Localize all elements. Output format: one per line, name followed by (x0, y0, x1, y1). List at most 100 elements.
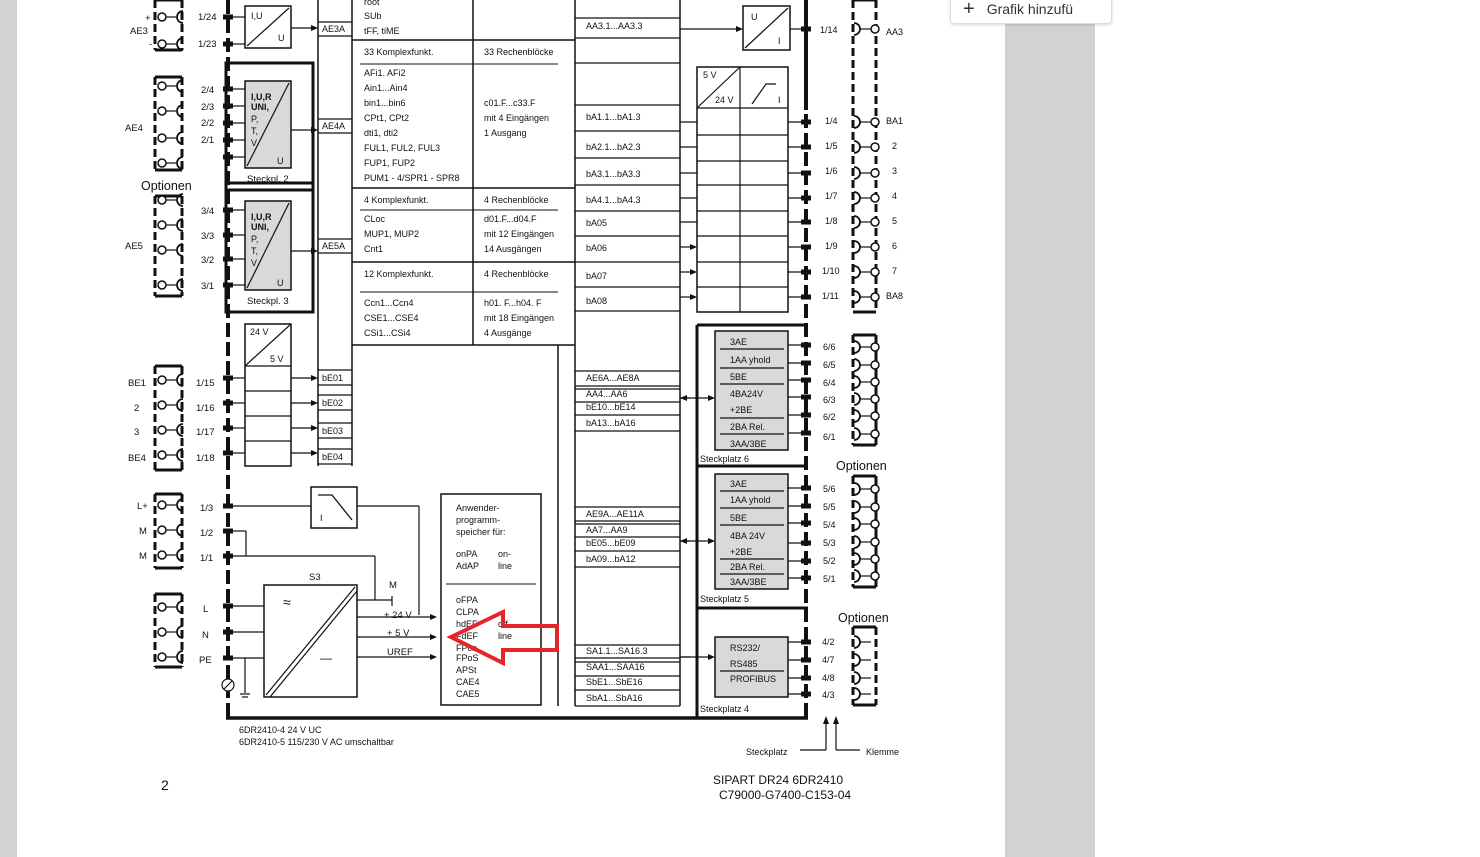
terminal-circle-icon (870, 117, 880, 127)
viewer-background-right (1005, 0, 1095, 857)
output-signal-label: bA1.1...bA1.3 (586, 112, 641, 122)
connector-icon (853, 500, 861, 514)
ac-symbol: ≈ (283, 594, 291, 610)
terminal-number: 1/9 (825, 241, 838, 251)
label: 24 V (715, 95, 734, 105)
terminal-stub (801, 244, 811, 250)
terminal-stub (801, 675, 811, 681)
connector-icon (853, 358, 861, 372)
pin-label: BE4 (128, 453, 146, 464)
output-signal-label: AE6A...AE8A (586, 373, 640, 383)
label: 24 V (250, 327, 269, 337)
function-entry: 14 Ausgängen (484, 244, 542, 254)
connector-icon (853, 427, 861, 441)
memory-entry: CAE5 (456, 689, 480, 699)
function-entry: 4 Rechenblöcke (484, 269, 549, 279)
arrowhead-icon (690, 244, 697, 250)
terminal-stub (223, 282, 233, 288)
arrowhead-icon (823, 716, 829, 724)
terminal-stub (801, 639, 811, 645)
output-signal-label: bA4.1...bA4.3 (586, 195, 641, 205)
wire (265, 586, 356, 696)
input-signal-label: bE03 (322, 426, 343, 436)
terminal-circle-icon (157, 550, 167, 560)
converter-text: UNI, (251, 102, 269, 112)
pin-label: 2 (892, 141, 897, 151)
function-entry: CPt1, CPt2 (364, 113, 409, 123)
terminal-number: 1/18 (196, 453, 215, 464)
output-signal-label: AE9A...AE11A (586, 509, 644, 519)
label: T, (251, 246, 258, 256)
add-graphic-button[interactable]: + Grafik hinzufü (950, 0, 1112, 24)
terminal-number: 1/14 (820, 25, 838, 35)
terminal-number: 1/5 (825, 141, 838, 151)
label: I (778, 95, 781, 105)
function-entry: AFi1. AFi2 (364, 68, 406, 78)
terminal-number: 5/5 (823, 502, 836, 512)
terminal-number: 1/4 (825, 116, 838, 126)
function-entry: 4 Rechenblöcke (484, 195, 549, 205)
connector-icon (176, 650, 184, 664)
terminal-circle-icon (870, 360, 880, 370)
connector-icon (176, 278, 184, 292)
module-entry: 2BA Rel. (730, 562, 765, 572)
slot-frame (224, 181, 315, 314)
connector-icon (176, 37, 184, 51)
terminal-circle-icon (157, 627, 167, 637)
connector-icon (853, 191, 861, 205)
memory-entry: FdEF (456, 631, 479, 641)
viewer-background-left (0, 0, 17, 857)
terminal-number: 3/3 (201, 231, 214, 242)
terminal-stub (801, 657, 811, 663)
plus-icon: + (963, 0, 975, 20)
pin-label: M (139, 526, 147, 537)
pin-label: 5 (892, 216, 897, 226)
label: V (251, 258, 257, 268)
terminal-number: 6/6 (823, 342, 836, 352)
label: T, (251, 126, 258, 136)
label: I (320, 513, 323, 523)
terminal-number: 4/2 (822, 637, 835, 647)
connector-icon (176, 131, 184, 145)
output-signal-label: SbA1...SbA16 (586, 693, 643, 703)
arrowhead-icon (311, 400, 318, 406)
label: U (751, 12, 758, 22)
terminal-number: 3/1 (201, 281, 214, 292)
connector-icon (176, 79, 184, 93)
terminal-number: 5/3 (823, 538, 836, 548)
terminal-circle-icon (870, 342, 880, 352)
function-entry: CSi1...CSi4 (364, 328, 411, 338)
legend-label: Klemme (866, 747, 899, 757)
pin-label: AE4 (125, 123, 143, 134)
arrowhead-icon (311, 127, 318, 133)
terminal-circle-icon (157, 245, 167, 255)
current-limiter (310, 486, 358, 529)
function-entry: FUP1, FUP2 (364, 158, 415, 168)
module-entry: RS485 (730, 659, 758, 669)
side-panel (1095, 0, 1480, 857)
terminal-stub (223, 450, 233, 456)
output-signal-label: AA7...AA9 (586, 525, 628, 535)
output-signal-label: bA08 (586, 296, 607, 306)
terminal-stub (801, 342, 811, 348)
terminal-stub (801, 377, 811, 383)
converter-diagonal (246, 82, 290, 167)
terminal-circle-icon (157, 450, 167, 460)
wire (696, 66, 741, 109)
module-entry: +2BE (730, 547, 752, 557)
output-signal-label: AA4...AA6 (586, 389, 628, 399)
arrowhead-icon (311, 25, 318, 31)
terminal-number: 2/2 (201, 118, 214, 129)
connector-icon (853, 409, 861, 423)
terminal-number: 2/3 (201, 102, 214, 113)
variant-text: 6DR2410-4 24 V UC (239, 725, 322, 735)
connector-icon (176, 398, 184, 412)
module-entry: 3AE (730, 337, 747, 347)
terminal-circle-icon (870, 292, 880, 302)
terminal-number: 6/1 (823, 432, 836, 442)
terminal-number: 4/7 (822, 655, 835, 665)
arrowhead-icon (430, 654, 437, 660)
arrowhead-icon (311, 425, 318, 431)
function-entry: Cnt1 (364, 244, 383, 254)
